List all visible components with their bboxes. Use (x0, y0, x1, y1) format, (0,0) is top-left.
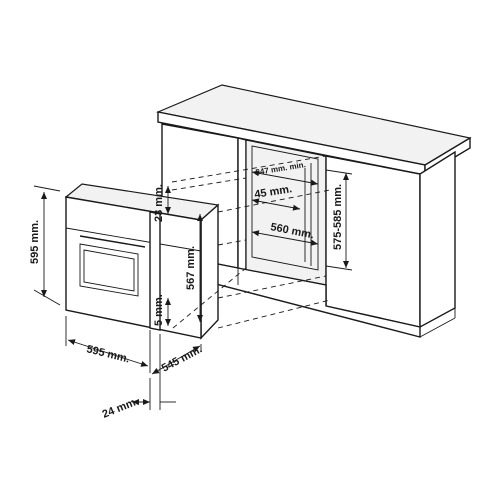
label-niche-height: 575-585 mm. (332, 184, 344, 250)
dimension-lines (33, 169, 353, 410)
label-oven-depth: 545 mm. (160, 343, 205, 374)
oven-handle (79, 235, 146, 248)
label-bottom-gap: 5 mm. (153, 294, 165, 326)
oven-side (200, 203, 219, 340)
niche-left-side (237, 137, 247, 271)
label-rear-gap: 45 mm. (254, 183, 293, 201)
oven-side-flange (149, 211, 161, 331)
label-inner-height: 567 mm. (185, 246, 197, 290)
oven-window (79, 243, 139, 297)
niche-inner-frame (251, 145, 319, 271)
label-oven-width: 595 mm. (85, 343, 131, 365)
oven-window-inner (83, 249, 135, 292)
cabinet-right-side (419, 150, 456, 329)
label-top-gap: 23 mm. (153, 184, 165, 222)
kitchen-cabinet (155, 84, 472, 338)
oven-front (65, 196, 202, 339)
label-door-thickness: 24 mm. (101, 395, 141, 420)
label-oven-height: 595 mm. (29, 220, 41, 264)
